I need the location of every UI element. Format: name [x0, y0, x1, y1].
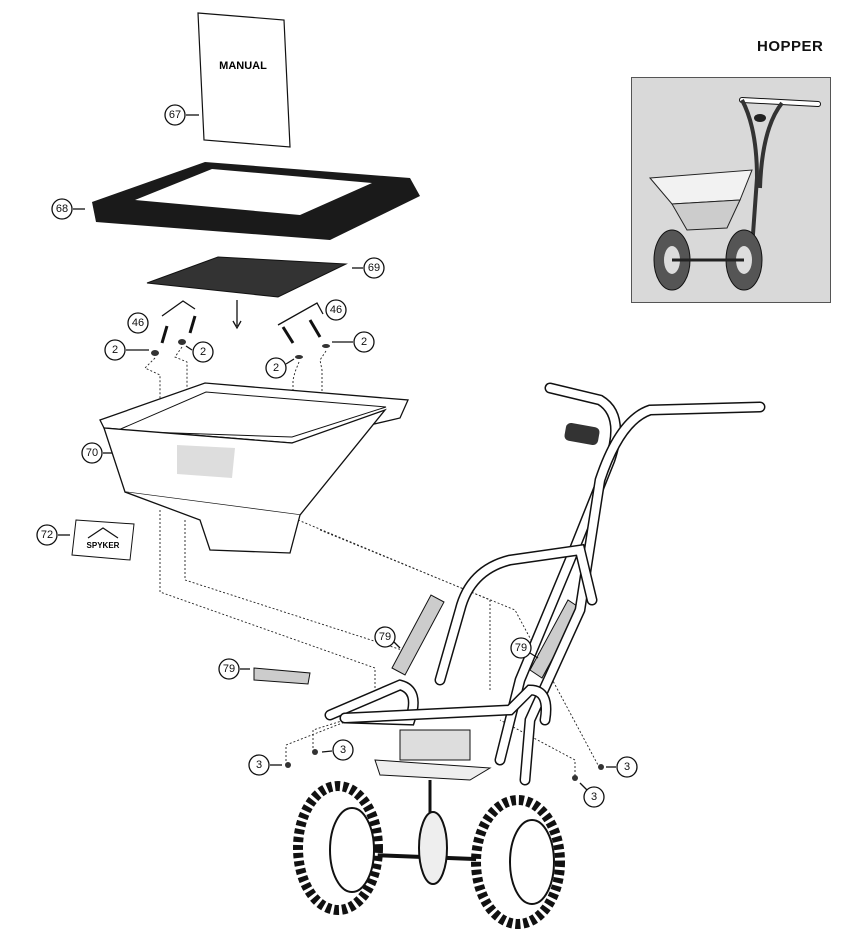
callout-70: 70: [81, 442, 112, 464]
callout-72: 72: [36, 524, 70, 546]
decal-logo-text: SPYKER: [87, 541, 120, 550]
callout-3-d: 3: [579, 782, 605, 808]
spreader-frame-part: [324, 382, 766, 862]
handle-grips-part: [253, 594, 581, 685]
callout-46-left: 46: [127, 312, 149, 334]
hopper-part: [99, 382, 409, 554]
svg-text:2: 2: [361, 336, 367, 348]
nuts-part: [285, 749, 604, 781]
hopper-screen-part: [146, 256, 348, 298]
callout-67: 67: [164, 104, 199, 126]
assembled-spreader-inset: [631, 77, 831, 303]
svg-text:3: 3: [591, 791, 597, 803]
callout-2-c: 2: [332, 331, 375, 353]
svg-text:79: 79: [223, 663, 235, 675]
callout-79-a: 79: [374, 626, 401, 649]
svg-text:3: 3: [340, 744, 346, 756]
decal-part: SPYKER: [71, 519, 135, 561]
manual-label: MANUAL: [219, 60, 267, 72]
callout-2-b: 2: [185, 341, 214, 363]
spreader-inset-illustration: [648, 97, 821, 291]
svg-text:2: 2: [112, 344, 118, 356]
hopper-lid-part: [92, 162, 420, 240]
svg-text:3: 3: [624, 761, 630, 773]
section-title: HOPPER: [757, 38, 824, 55]
callout-3-b: 3: [321, 739, 354, 761]
callout-69: 69: [352, 257, 385, 279]
svg-text:69: 69: [368, 262, 380, 274]
svg-text:72: 72: [41, 529, 53, 541]
svg-text:68: 68: [56, 203, 68, 215]
svg-text:67: 67: [169, 109, 181, 121]
callout-79-c: 79: [218, 658, 250, 680]
svg-text:46: 46: [330, 304, 342, 316]
callout-3-c: 3: [606, 756, 638, 778]
manual-part: MANUAL: [197, 12, 291, 148]
callout-68: 68: [51, 198, 85, 220]
svg-text:79: 79: [379, 631, 391, 643]
callout-3-a: 3: [248, 754, 282, 776]
svg-text:70: 70: [86, 447, 98, 459]
callout-46-right: 46: [325, 299, 347, 321]
svg-text:46: 46: [132, 317, 144, 329]
wheels-part: [293, 781, 565, 929]
svg-text:2: 2: [200, 346, 206, 358]
callout-79-b: 79: [510, 637, 539, 659]
svg-text:2: 2: [273, 362, 279, 374]
svg-text:79: 79: [515, 642, 527, 654]
washers-part: [151, 339, 330, 359]
bolts-part: [160, 315, 322, 344]
svg-text:3: 3: [256, 759, 262, 771]
callout-2-d: 2: [265, 357, 295, 379]
callout-2-a: 2: [104, 339, 149, 361]
